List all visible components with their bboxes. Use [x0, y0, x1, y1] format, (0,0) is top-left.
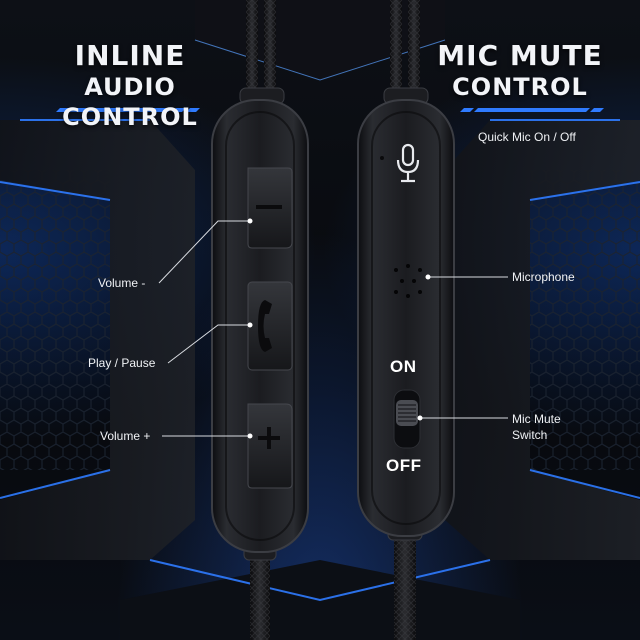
- minus-icon: [256, 205, 282, 209]
- microphone-icon: [396, 143, 420, 183]
- left-title: INLINE AUDIO CONTROL: [20, 40, 240, 132]
- right-title-line1: MIC MUTE: [437, 39, 603, 72]
- mic-mute-label-line2: Switch: [512, 428, 548, 442]
- right-subtitle: Quick Mic On / Off: [478, 130, 576, 144]
- volume-up-label: Volume +: [100, 429, 151, 443]
- microphone-holes: [394, 264, 422, 298]
- left-title-line1: INLINE: [74, 39, 186, 72]
- phone-icon: [258, 300, 272, 352]
- microphone-label: Microphone: [512, 270, 575, 284]
- mic-mute-label-line1: Mic Mute: [512, 412, 561, 426]
- volume-down-label: Volume -: [98, 276, 146, 290]
- plus-icon: [258, 427, 280, 449]
- play-pause-label: Play / Pause: [88, 356, 156, 370]
- right-title-line2: CONTROL: [452, 73, 588, 101]
- switch-on-label: ON: [390, 357, 417, 376]
- left-title-line2: AUDIO CONTROL: [62, 73, 198, 131]
- right-title: MIC MUTE CONTROL: [420, 40, 620, 102]
- switch-off-label: OFF: [386, 456, 422, 475]
